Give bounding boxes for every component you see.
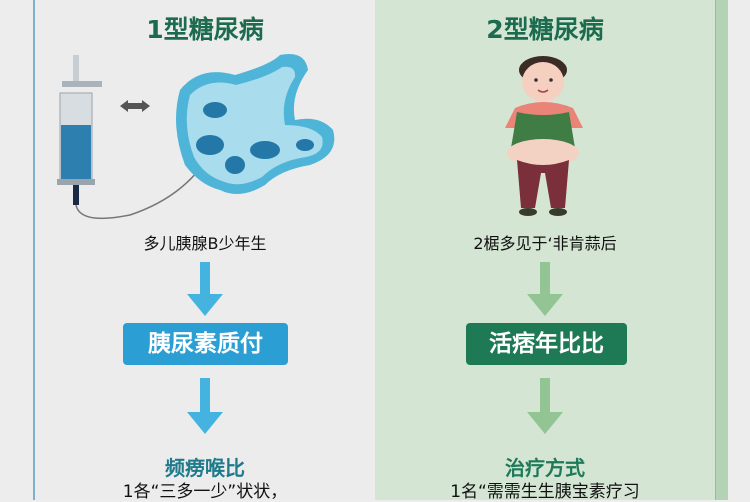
down-arrow-icon: [187, 378, 223, 434]
type2-section-line: 1名“需需生生胰宝素疗习: [450, 482, 640, 502]
type1-title: 1型糖尿病: [146, 15, 264, 44]
overweight-person-illustration: [505, 56, 583, 216]
type1-cause-box: 胰尿素质付: [123, 323, 288, 365]
type2-title: 2型糖尿病: [486, 15, 604, 44]
type1-caption: 多儿胰腺B少年生: [143, 234, 267, 253]
down-arrow-icon: [527, 378, 563, 434]
down-arrow-icon: [527, 262, 563, 316]
type2-caption: 2椐多见于‘非肯蒜后: [473, 234, 617, 253]
type2-cause-box: 活痞年比比: [466, 323, 627, 365]
syringe-pancreas-illustration: [57, 54, 335, 220]
down-arrow-icon: [187, 262, 223, 316]
side-strip: [715, 0, 728, 500]
type2-section-heading: 治疗方式: [505, 456, 585, 480]
syringe-icon: [57, 55, 216, 220]
type1-section-line: 1各“三多一少”状状，: [122, 482, 288, 502]
double-arrow-icon: [120, 100, 150, 112]
pancreas-icon: [176, 54, 335, 194]
type1-section-heading: 频痨喉比: [165, 456, 245, 480]
